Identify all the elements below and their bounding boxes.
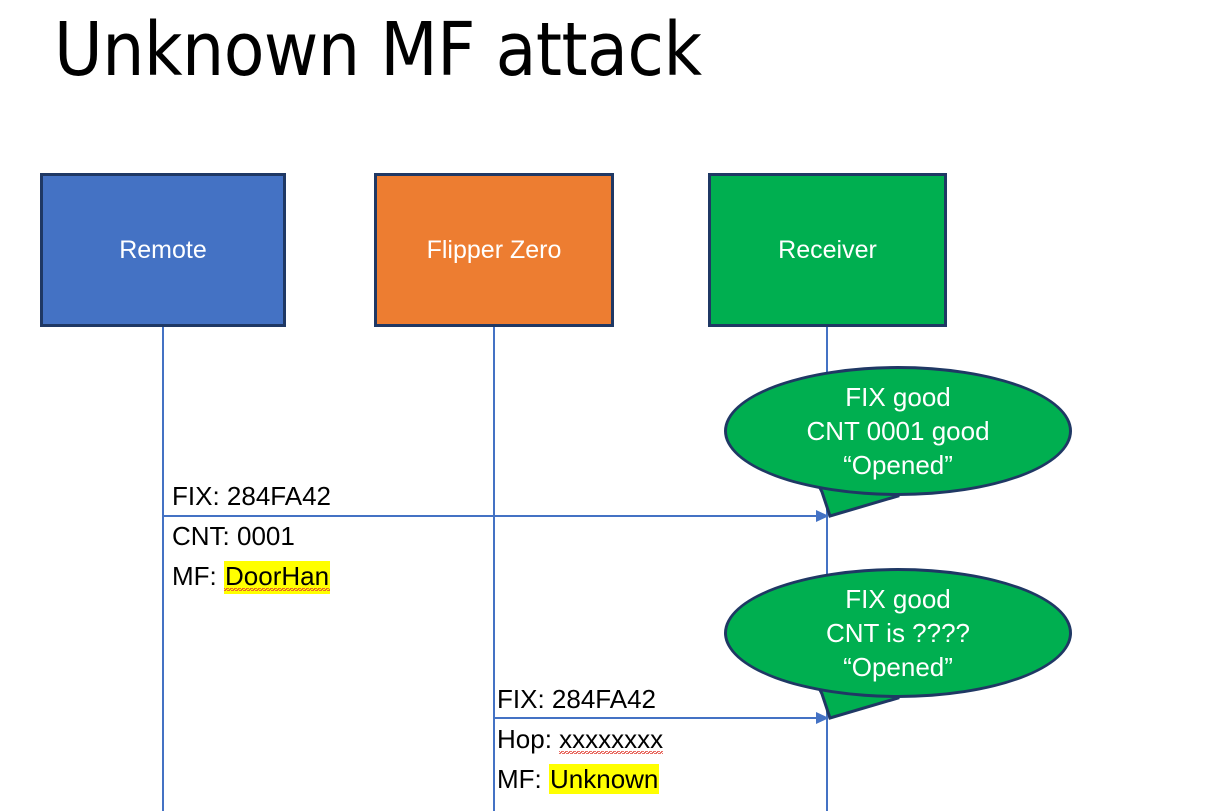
actor-label-receiver: Receiver bbox=[778, 235, 877, 264]
message-line-label: CNT: bbox=[172, 521, 237, 551]
callout-line: FIX good bbox=[845, 382, 951, 412]
lifeline-receiver bbox=[826, 327, 828, 811]
lifeline-remote bbox=[162, 327, 164, 811]
callout-bubble-1[interactable]: FIX good CNT 0001 good “Opened” bbox=[724, 366, 1072, 496]
lifeline-flipper-zero bbox=[493, 327, 495, 811]
message-line-value: xxxxxxxx bbox=[559, 724, 664, 757]
actor-box-receiver[interactable]: Receiver bbox=[708, 173, 947, 327]
message-line-label: Hop: bbox=[497, 724, 560, 754]
message-line-value-highlighted: Unknown bbox=[549, 764, 660, 794]
actor-label-flipper-zero: Flipper Zero bbox=[426, 235, 562, 264]
message-line-value: 284FA42 bbox=[226, 481, 331, 511]
callout-line: CNT 0001 good bbox=[806, 416, 990, 446]
callout-bubble-2[interactable]: FIX good CNT is ???? “Opened” bbox=[724, 568, 1072, 698]
callout-line: FIX good bbox=[845, 584, 951, 614]
message-line: MF: DoorHan bbox=[172, 556, 331, 596]
message-line-label: FIX: bbox=[172, 481, 227, 511]
message-text-block-2: FIX: 284FA42 Hop: xxxxxxxx MF: Unknown bbox=[497, 679, 664, 799]
callout-line: “Opened” bbox=[843, 652, 953, 682]
callout-line: “Opened” bbox=[843, 450, 953, 480]
message-line-label: MF: bbox=[497, 764, 549, 794]
message-line-value-highlighted: DoorHan bbox=[224, 561, 331, 594]
message-line: MF: Unknown bbox=[497, 759, 663, 799]
message-line: CNT: 0001 bbox=[172, 516, 331, 556]
message-line-value: 0001 bbox=[237, 521, 295, 551]
page-title: Unknown MF attack bbox=[54, 7, 702, 93]
message-line: FIX: 284FA42 bbox=[497, 679, 663, 719]
message-line: Hop: xxxxxxxx bbox=[497, 719, 664, 759]
callout-line: CNT is ???? bbox=[825, 618, 971, 648]
actor-label-remote: Remote bbox=[119, 235, 207, 264]
message-line-value: 284FA42 bbox=[551, 684, 656, 714]
message-text-block-1: FIX: 284FA42 CNT: 0001 MF: DoorHan bbox=[172, 476, 331, 596]
actor-box-remote[interactable]: Remote bbox=[40, 173, 286, 327]
actor-box-flipper-zero[interactable]: Flipper Zero bbox=[374, 173, 614, 327]
message-line: FIX: 284FA42 bbox=[172, 476, 331, 516]
message-line-label: MF: bbox=[172, 561, 224, 591]
message-line-label: FIX: bbox=[497, 684, 552, 714]
